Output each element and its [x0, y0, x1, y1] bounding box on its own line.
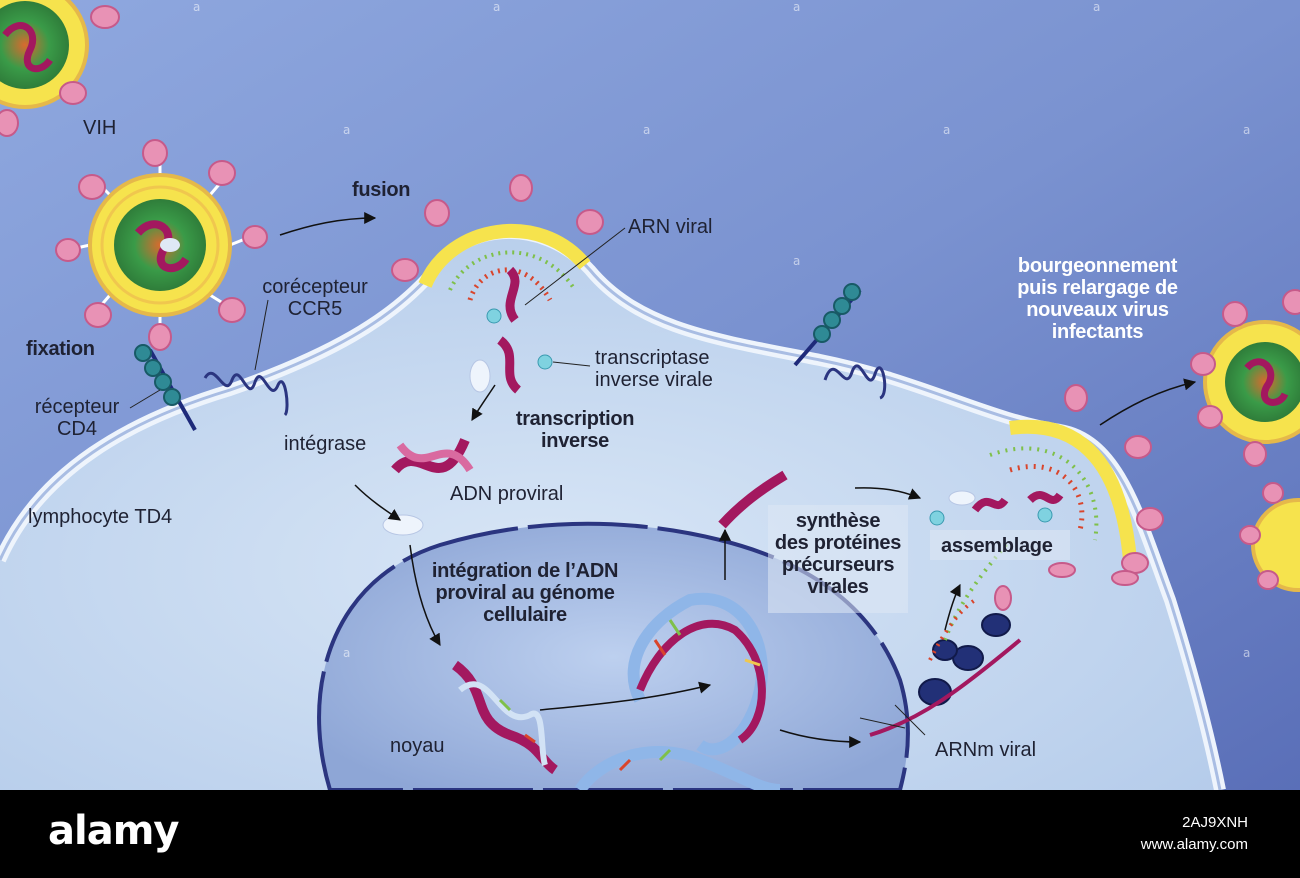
label-assemblage: assemblage — [941, 535, 1053, 557]
image-id: 2AJ9XNH — [1182, 814, 1248, 831]
nucleus — [317, 521, 910, 790]
virus-fixation — [55, 139, 268, 351]
label-integration-line1: intégration de l’ADN — [431, 560, 619, 582]
watermark-mark: a — [1243, 646, 1251, 660]
watermark-mark: a — [793, 0, 801, 14]
virus-partial-bottom-right — [1239, 482, 1300, 592]
site-url: www.alamy.com — [1140, 836, 1248, 853]
label-synthese-line2: des protéines — [774, 532, 902, 554]
label-fixation: fixation — [26, 338, 95, 360]
budding-membrane-patch — [1009, 419, 1137, 561]
label-synthese-line3: précurseurs — [781, 554, 895, 576]
label-transcriptase: transcriptase inverse virale — [595, 347, 713, 391]
label-vih: VIH — [83, 117, 117, 139]
footer-bar — [0, 790, 1300, 878]
cellular-dna-helices — [451, 592, 781, 790]
rt-rna-strand — [496, 336, 522, 394]
virus-released — [1190, 289, 1300, 467]
cell-body — [0, 232, 1220, 790]
label-lymphocyte: lymphocyte TD4 — [28, 506, 173, 528]
cd4-receptor-right — [793, 283, 887, 400]
label-bourgeonnement-line3: nouveaux virus — [1026, 299, 1169, 321]
label-integration-line2: proviral au génome — [435, 582, 615, 604]
label-adn-proviral: ADN proviral — [450, 483, 564, 505]
watermark-mark: a — [343, 646, 351, 660]
label-integration: intégration de l’ADN proviral au génome … — [430, 560, 620, 626]
label-transcription-inverse: transcription inverse — [495, 408, 655, 452]
label-synthese-line4: virales — [807, 576, 869, 598]
assemblage-label-box — [930, 530, 1070, 560]
watermark-mark: a — [343, 123, 351, 137]
synthese-label-box — [768, 505, 908, 613]
watermark-mark: a — [493, 0, 501, 14]
label-noyau: noyau — [390, 735, 445, 757]
leader-lines — [129, 227, 926, 736]
virus-top-left — [0, 0, 120, 137]
label-transcriptase-line2: inverse virale — [595, 369, 713, 391]
proviral-dna — [391, 438, 474, 474]
label-bourgeonnement-line1: bourgeonnement — [1017, 255, 1178, 277]
integrase — [382, 514, 424, 536]
cd4-receptor — [134, 344, 197, 431]
label-corecepteur-line1: corécepteur — [262, 276, 368, 298]
label-recepteur: récepteur CD4 — [22, 396, 132, 440]
label-fusion: fusion — [352, 179, 411, 201]
label-recepteur-line1: récepteur — [34, 396, 120, 418]
viral-mrna — [869, 638, 1022, 737]
label-corecepteur-line2: CCR5 — [287, 298, 343, 320]
label-bourgeonnement-line4: infectants — [1051, 321, 1144, 343]
watermark-mark: a — [793, 254, 801, 268]
watermark-mark: a — [1093, 0, 1101, 14]
process-arrows — [279, 212, 1197, 748]
watermark-mark: a — [643, 123, 651, 137]
label-transcription-line1: transcription — [515, 408, 635, 430]
brand-logo: alamy — [48, 808, 179, 854]
fusion-membrane-patch — [418, 223, 591, 288]
label-arnm-viral: ARNm viral — [935, 739, 1037, 761]
label-recepteur-line2: CD4 — [56, 418, 97, 440]
label-bourgeonnement: bourgeonnement puis relargage de nouveau… — [995, 255, 1200, 343]
label-integration-line3: cellulaire — [483, 604, 567, 626]
label-integrase: intégrase — [284, 433, 367, 455]
watermark-mark: a — [1243, 123, 1251, 137]
label-bourgeonnement-line2: puis relargage de — [1017, 277, 1178, 299]
label-transcriptase-line1: transcriptase — [595, 347, 710, 369]
label-corecepteur: corécepteur CCR5 — [250, 276, 380, 320]
watermark-mark: a — [943, 123, 951, 137]
ccr5-coreceptor — [203, 371, 289, 417]
viral-rna-strand — [505, 266, 520, 323]
label-transcription-line2: inverse — [541, 430, 609, 452]
label-synthese: synthèse des protéines précurseurs viral… — [758, 510, 918, 598]
hiv-cycle-illustration — [0, 0, 1300, 790]
watermark-mark: a — [193, 0, 201, 14]
label-synthese-line1: synthèse — [795, 510, 881, 532]
fusion-glycoproteins — [391, 174, 604, 282]
label-arn-viral: ARN viral — [628, 216, 713, 238]
protein-precursor — [718, 470, 788, 529]
assembling-virion — [929, 384, 1164, 611]
